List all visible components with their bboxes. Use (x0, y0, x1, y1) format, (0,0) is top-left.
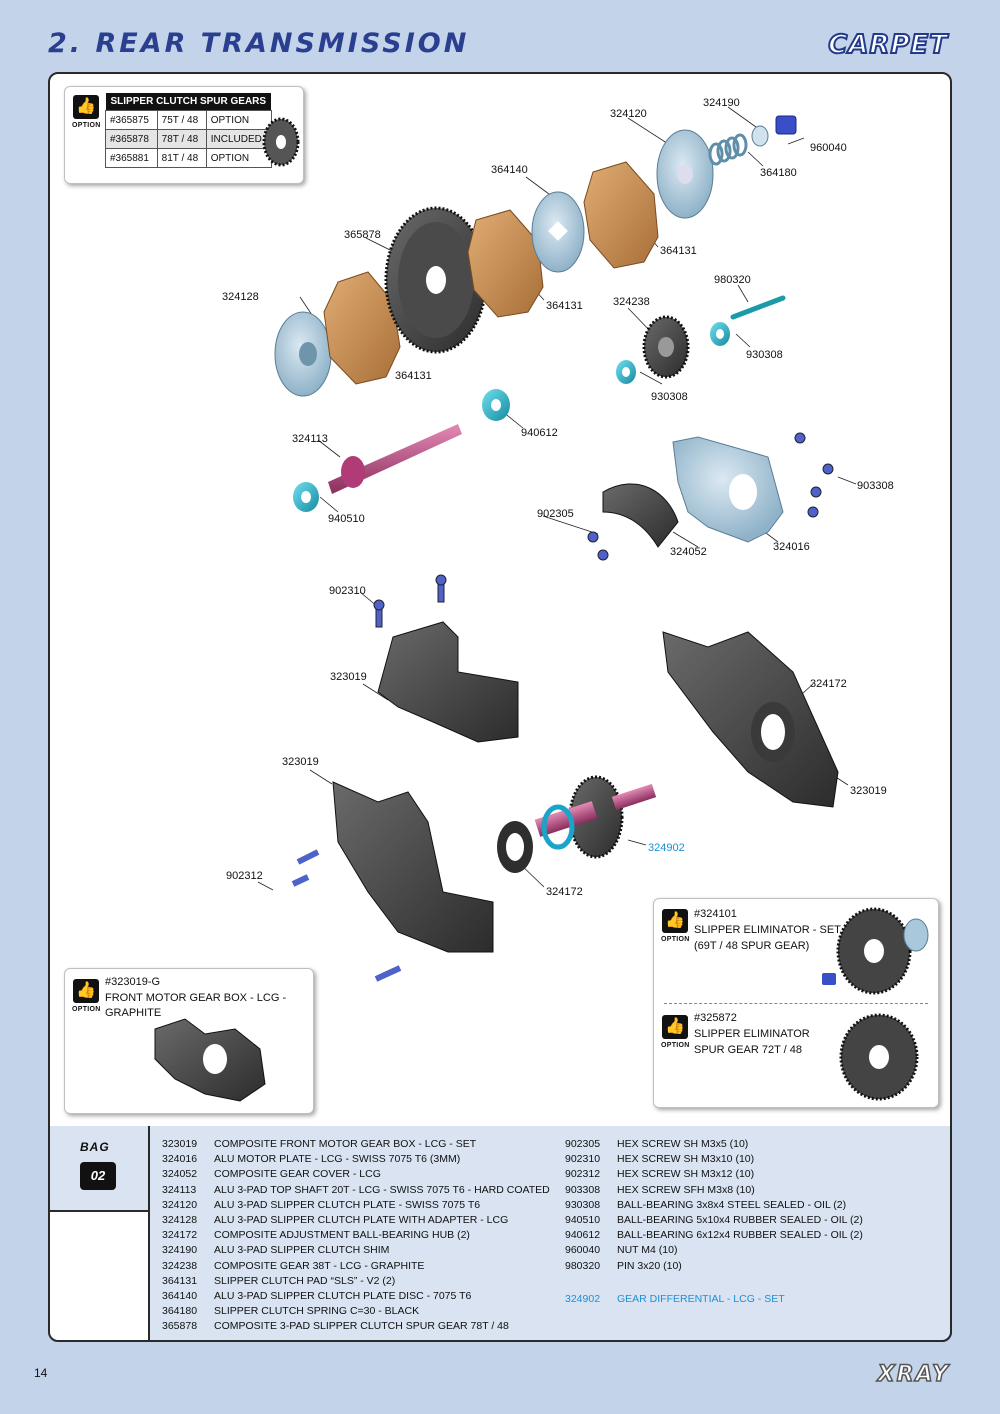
callout-940612: 940612 (521, 427, 558, 439)
spur-gear-image (262, 117, 300, 167)
gearbox-option-box: 👍 OPTION #323019-G FRONT MOTOR GEAR BOX … (64, 968, 314, 1114)
option-label: OPTION (72, 1006, 101, 1013)
callout-364140: 364140 (491, 164, 528, 176)
table-row: #365875 75T / 48 OPTION (105, 110, 272, 130)
thumbs-up-icon: 👍 (73, 979, 99, 1003)
eliminator-gear-line2: SPUR GEAR 72T / 48 (694, 1044, 803, 1056)
xray-logo: XRAY (877, 1361, 950, 1388)
bag-label: BAG (80, 1140, 110, 1154)
callout-323019: 323019 (282, 756, 319, 768)
callout-324128: 324128 (222, 291, 259, 303)
callout-324113: 324113 (292, 433, 328, 445)
parts-list-box (148, 1126, 952, 1342)
eliminator-set-line1: SLIPPER ELIMINATOR - SET (694, 924, 841, 936)
callout-930308: 930308 (651, 391, 688, 403)
callout-930308: 930308 (746, 349, 783, 361)
callout-902310: 902310 (329, 585, 366, 597)
thumbs-up-icon: 👍 (73, 95, 99, 119)
callout-364180: 364180 (760, 167, 797, 179)
spur-gears-option-box: 👍 OPTION SLIPPER CLUTCH SPUR GEARS #3658… (64, 86, 304, 184)
spur-gears-table-title: SLIPPER CLUTCH SPUR GEARS (105, 93, 272, 111)
callout-324016: 324016 (773, 541, 810, 553)
table-row: #365881 81T / 48 OPTION (105, 148, 272, 168)
callout-324190: 324190 (703, 97, 740, 109)
option-label: OPTION (661, 1042, 690, 1049)
eliminator-set-image (822, 907, 929, 995)
thumbs-up-icon: 👍 (662, 909, 688, 933)
callout-364131: 364131 (546, 300, 583, 312)
callout-365878: 365878 (344, 229, 381, 241)
option-label: OPTION (661, 936, 690, 943)
callout-324902: 324902 (648, 842, 685, 854)
divider (664, 1003, 928, 1004)
eliminator-gear-line1: SLIPPER ELIMINATOR (694, 1028, 810, 1040)
callout-324052: 324052 (670, 546, 707, 558)
thumbs-up-icon: 👍 (662, 1015, 688, 1039)
eliminator-gear-image (839, 1013, 919, 1101)
exploded-diagram (257, 106, 857, 982)
table-row: #365878 78T / 48 INCLUDED (105, 129, 272, 149)
callout-902312: 902312 (226, 870, 263, 882)
spur-gears-table: SLIPPER CLUTCH SPUR GEARS #365875 75T / … (105, 93, 272, 168)
callout-902305: 902305 (537, 508, 574, 520)
carpet-logo: CARPET (827, 29, 948, 61)
gearbox-image (154, 1018, 266, 1102)
bag-number: 02 (80, 1162, 116, 1190)
eliminator-option-box: 👍 OPTION #324101 SLIPPER ELIMINATOR - SE… (653, 898, 939, 1108)
page-number: 14 (34, 1366, 48, 1380)
eliminator-set-line2: (69T / 48 SPUR GEAR) (694, 940, 810, 952)
gearbox-option-code: #323019-G (105, 976, 161, 988)
callout-324172: 324172 (810, 678, 847, 690)
callout-364131: 364131 (660, 245, 697, 257)
page-title: 2. REAR TRANSMISSION (48, 28, 470, 59)
gearbox-option-desc: FRONT MOTOR GEAR BOX - LCG - GRAPHITE (105, 992, 287, 1019)
callout-980320: 980320 (714, 274, 751, 286)
callout-960040: 960040 (810, 142, 847, 154)
callout-323019: 323019 (850, 785, 887, 797)
callout-940510: 940510 (328, 513, 365, 525)
callout-364131: 364131 (395, 370, 432, 382)
option-label: OPTION (72, 122, 101, 129)
callout-903308: 903308 (857, 480, 894, 492)
callout-324238: 324238 (613, 296, 650, 308)
callout-324172: 324172 (546, 886, 583, 898)
callout-324120: 324120 (610, 108, 647, 120)
eliminator-gear-code: #325872 (694, 1012, 737, 1024)
eliminator-set-code: #324101 (694, 908, 737, 920)
callout-323019: 323019 (330, 671, 367, 683)
